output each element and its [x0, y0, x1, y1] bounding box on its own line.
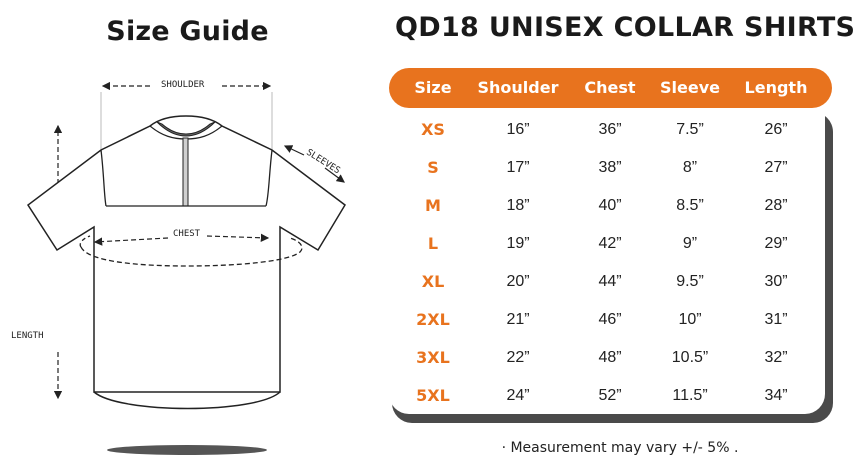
cell-size: L	[427, 234, 439, 253]
cell-length: 31”	[764, 311, 788, 328]
header-shoulder: Shoulder	[477, 78, 559, 97]
measurement-note: · Measurement may vary +/- 5% .	[501, 440, 739, 456]
cell-shoulder: 22”	[506, 349, 530, 366]
cell-length: 26”	[764, 121, 788, 138]
cell-chest: 46”	[598, 311, 622, 328]
cell-sleeve: 11.5”	[672, 387, 708, 404]
cell-sleeve: 9”	[682, 235, 698, 252]
chest-arrow-left	[93, 237, 169, 246]
hem-curve	[93, 391, 281, 410]
table-card	[389, 70, 825, 414]
length-label: LENGTH	[8, 331, 47, 341]
zipper-placket	[182, 137, 189, 207]
cell-chest: 38”	[598, 159, 622, 176]
sleeves-arrow-start	[283, 145, 305, 156]
collar-inner	[156, 121, 216, 137]
cell-chest: 42”	[598, 235, 622, 252]
shirt-diagram	[26, 81, 346, 455]
cell-size: S	[427, 158, 439, 177]
cell-shoulder: 18”	[506, 197, 530, 214]
cell-shoulder: 16”	[506, 121, 530, 138]
cell-size: 2XL	[416, 310, 450, 329]
cell-shoulder: 19”	[506, 235, 530, 252]
floor-shadow	[107, 445, 267, 455]
header-sleeve: Sleeve	[660, 78, 720, 97]
size-guide-title: Size Guide	[106, 16, 269, 47]
cell-shoulder: 20”	[506, 273, 530, 290]
chest-arrow-right	[206, 233, 270, 242]
chest-ellipse	[80, 237, 303, 267]
cell-sleeve: 8.5”	[676, 197, 704, 214]
cell-chest: 40”	[598, 197, 622, 214]
cell-size: XL	[421, 272, 445, 291]
cell-length: 28”	[764, 197, 788, 214]
header-length: Length	[744, 78, 808, 97]
cell-chest: 52”	[598, 387, 622, 404]
cell-length: 34”	[764, 387, 788, 404]
chest-label: CHEST	[170, 229, 204, 239]
shoulder-label: SHOULDER	[158, 80, 208, 90]
header-size: Size	[414, 78, 452, 97]
cell-chest: 48”	[598, 349, 622, 366]
cell-shoulder: 24”	[506, 387, 530, 404]
cell-size: M	[425, 196, 441, 215]
cell-length: 32”	[764, 349, 788, 366]
cell-size: 3XL	[416, 348, 450, 367]
sleeves-arrow-end	[324, 167, 345, 183]
cell-chest: 44”	[598, 273, 622, 290]
cell-size: XS	[421, 120, 445, 139]
header-chest: Chest	[584, 78, 636, 97]
cell-chest: 36”	[598, 121, 622, 138]
cell-sleeve: 10”	[678, 311, 702, 328]
table-header-bar	[389, 68, 832, 108]
cell-length: 27”	[764, 159, 788, 176]
cell-size: 5XL	[416, 386, 450, 405]
cell-shoulder: 21”	[506, 311, 530, 328]
cell-shoulder: 17”	[506, 159, 530, 176]
cell-sleeve: 10.5”	[671, 349, 709, 366]
cell-length: 29”	[764, 235, 788, 252]
product-title: QD18 UNISEX COLLAR SHIRTS	[395, 12, 855, 43]
cell-length: 30”	[764, 273, 788, 290]
shirt-outline	[26, 115, 346, 393]
cell-sleeve: 7.5”	[676, 121, 704, 138]
cell-sleeve: 8”	[682, 159, 698, 176]
cell-sleeve: 9.5”	[676, 273, 704, 290]
